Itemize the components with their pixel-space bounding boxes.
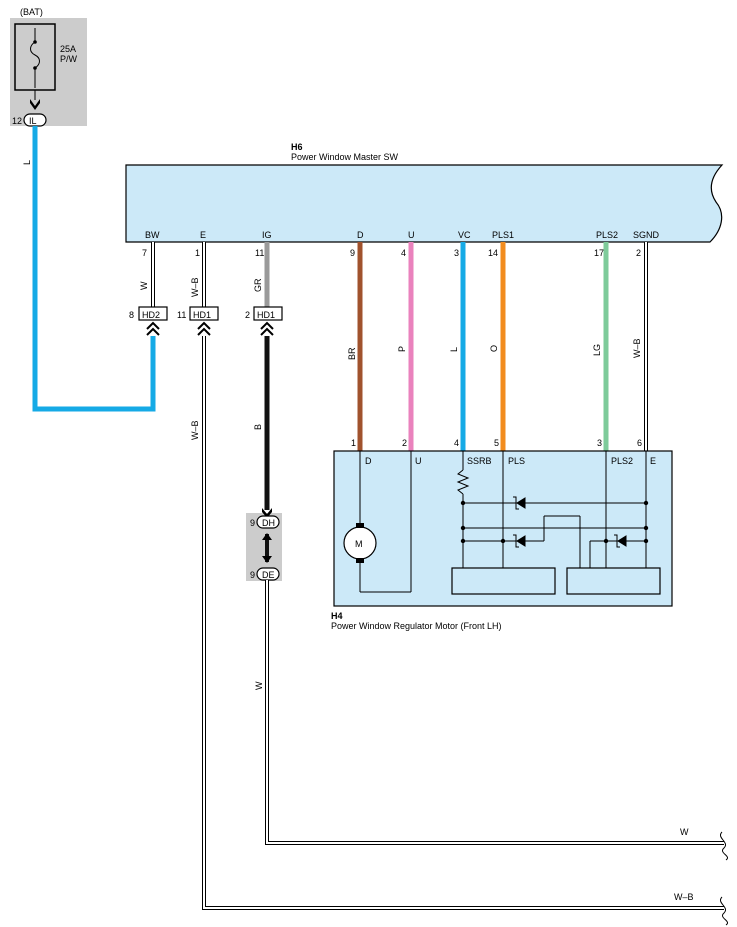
pin-bw: 7 xyxy=(142,248,147,258)
zener-diodes xyxy=(513,496,627,548)
motor-pin-d: 1 xyxy=(351,438,356,448)
hd1a-label: HD1 xyxy=(193,310,211,320)
hd1b-connector xyxy=(253,306,283,321)
fuse-name: P/W xyxy=(60,54,78,64)
terminal-bw: BW xyxy=(145,230,160,240)
wire-label-e-down: W–B xyxy=(190,420,200,440)
pin-u: 4 xyxy=(401,248,406,258)
pin-sgnd: 2 xyxy=(636,248,641,258)
terminal-u: U xyxy=(408,230,415,240)
motor-terminal-pls: PLS xyxy=(508,456,525,466)
master-name: Power Window Master SW xyxy=(291,152,399,162)
junction-dots xyxy=(460,500,649,544)
wire-label-bw: W xyxy=(139,281,149,290)
wire-label-ig-down: B xyxy=(253,424,263,430)
pin-pls2: 17 xyxy=(594,248,604,258)
wire-label-sgnd: W–B xyxy=(632,338,642,358)
hd1b-label: HD1 xyxy=(257,310,275,320)
wire-label-right-w: W xyxy=(680,827,689,837)
pin-vc: 3 xyxy=(454,248,459,258)
hd2-connector xyxy=(138,306,168,321)
motor-pin-pls2: 3 xyxy=(597,438,602,448)
wire-label-pls2: LG xyxy=(592,344,602,356)
dh-label: DH xyxy=(262,518,275,528)
de-label: DE xyxy=(262,570,275,580)
hd1b-pin: 2 xyxy=(245,310,250,320)
wire-de-w xyxy=(265,580,724,845)
fuse-rating: 25A xyxy=(60,44,76,54)
break-w xyxy=(720,831,728,861)
motor-pin-u: 2 xyxy=(402,438,407,448)
motor-m-brush-top xyxy=(356,523,364,528)
wire-label-bat: L xyxy=(22,160,32,165)
terminal-vc: VC xyxy=(458,230,471,240)
master-id: H6 xyxy=(291,142,303,152)
terminal-ig: IG xyxy=(262,230,272,240)
hd1a-pin: 11 xyxy=(177,310,186,320)
sensor-block-1 xyxy=(451,567,556,595)
wire-label-de-down: W xyxy=(254,681,264,690)
fuse-dot-bottom xyxy=(33,66,37,70)
fuse-source: (BAT) xyxy=(20,7,43,17)
dh-pin: 9 xyxy=(250,518,255,528)
hd2-chevron xyxy=(146,321,160,336)
hd1a-connector xyxy=(189,306,219,321)
pin-d: 9 xyxy=(350,248,355,258)
terminal-d: D xyxy=(357,230,364,240)
motor-terminal-d: D xyxy=(365,456,372,466)
motor-pin-ssrb: 4 xyxy=(454,438,459,448)
motor-terminal-u: U xyxy=(415,456,422,466)
dh-de-arrow-up xyxy=(262,533,272,540)
pin-e: 1 xyxy=(195,248,200,258)
hd2-label: HD2 xyxy=(142,310,160,320)
motor-terminal-e: E xyxy=(650,456,656,466)
dh-de-arrow-down xyxy=(262,556,272,563)
motor-m-brush-bottom xyxy=(356,558,364,563)
terminal-pls2: PLS2 xyxy=(596,230,618,240)
hd1a-chevron xyxy=(197,321,211,336)
wire-label-pls1: O xyxy=(489,345,499,352)
motor-id: H4 xyxy=(331,611,343,621)
motor-m-label: M xyxy=(355,539,363,549)
motor-name: Power Window Regulator Motor (Front LH) xyxy=(331,621,502,631)
il-label: IL xyxy=(29,116,37,126)
master-box xyxy=(125,164,724,243)
hd1b-chevron xyxy=(260,321,274,336)
motor-internal-circuit xyxy=(359,451,647,593)
fuse-panel xyxy=(10,18,87,126)
pin-pls1: 14 xyxy=(488,248,498,258)
motor-terminal-pls2: PLS2 xyxy=(611,456,633,466)
terminal-sgnd: SGND xyxy=(633,230,660,240)
wire-label-e: W–B xyxy=(190,277,200,297)
terminal-pls1: PLS1 xyxy=(492,230,514,240)
sensor-block-2 xyxy=(566,567,661,595)
fuse-pin: 12 xyxy=(12,116,22,126)
terminal-e: E xyxy=(200,230,206,240)
motor-pin-e: 6 xyxy=(637,438,642,448)
break-wb xyxy=(720,896,728,926)
wire-label-d: BR xyxy=(347,347,357,360)
wire-label-u: P xyxy=(397,346,407,352)
fuse-symbol xyxy=(30,28,40,88)
de-pin: 9 xyxy=(250,570,255,580)
wire-label-vc: L xyxy=(449,347,459,352)
wire-e-bottom xyxy=(202,336,724,910)
pin-ig: 11 xyxy=(255,248,264,258)
motor-terminal-ssrb: SSRB xyxy=(467,456,492,466)
wire-bat-l xyxy=(32,126,156,412)
fuse-arrow xyxy=(30,99,40,110)
wire-label-right-wb: W–B xyxy=(674,892,694,902)
hd2-pin: 8 xyxy=(129,310,134,320)
wire-label-ig: GR xyxy=(253,278,263,292)
dh-connector xyxy=(256,515,280,529)
motor-pin-pls: 5 xyxy=(494,438,499,448)
fuse-dot-top xyxy=(33,40,37,44)
